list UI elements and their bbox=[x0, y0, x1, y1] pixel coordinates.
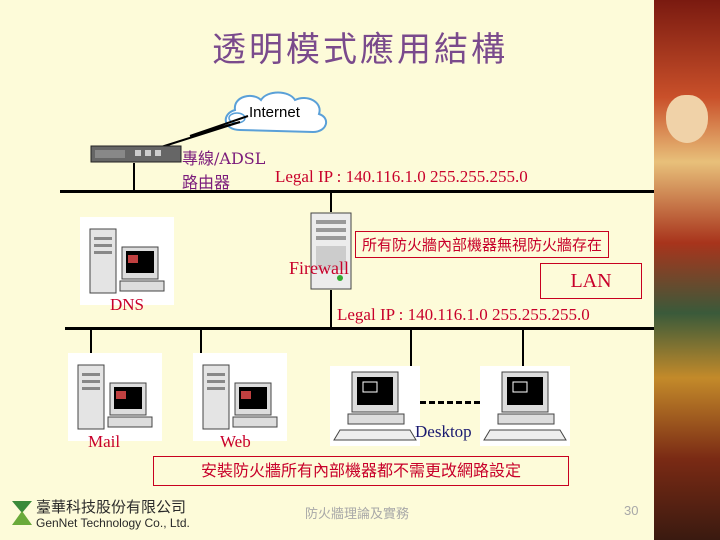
firewall-up-line bbox=[330, 192, 332, 212]
lan-ip-text: Legal IP : 140.116.1.0 255.255.255.0 bbox=[337, 305, 590, 324]
slide-title: 透明模式應用結構 bbox=[212, 30, 508, 70]
web-drop-line bbox=[200, 329, 202, 357]
desktop-computer-icon bbox=[480, 366, 570, 446]
mail-drop-line bbox=[90, 329, 92, 357]
router-device-icon bbox=[90, 145, 182, 163]
dns-label: DNS bbox=[110, 295, 145, 314]
web-label: Web bbox=[220, 432, 251, 451]
desktop-label: Desktop bbox=[415, 422, 472, 441]
lan-label-box: LAN bbox=[540, 263, 642, 299]
mail-label: Mail bbox=[88, 432, 121, 451]
lan-ip-label: Legal IP : 140.116.1.0 255.255.255.0 bbox=[337, 305, 590, 325]
desktop-dashed-link bbox=[420, 401, 480, 404]
company-name-zh: 臺華科技股份有限公司 bbox=[36, 498, 187, 516]
company-name-en: GenNet Technology Co., Ltd. bbox=[36, 516, 190, 530]
lightning-link-icon bbox=[157, 115, 249, 149]
firewall-note-box: 所有防火牆內部機器無視防火牆存在 bbox=[355, 231, 610, 258]
dns-server-icon bbox=[80, 217, 174, 305]
firewall-down-line bbox=[330, 290, 332, 328]
bottom-note-box: 安裝防火牆所有內部機器都不需更改網路設定 bbox=[153, 456, 569, 486]
company-logo-icon bbox=[12, 501, 32, 525]
mail-server-icon bbox=[68, 353, 162, 441]
wan-ip-text: Legal IP : 140.116.1.0 255.255.255.0 bbox=[275, 167, 528, 186]
desktop2-drop-line bbox=[522, 329, 524, 367]
desktop1-drop-line bbox=[410, 329, 412, 367]
decorative-portrait-image bbox=[654, 0, 720, 540]
desktop-computer-icon bbox=[330, 366, 420, 446]
router-drop-line bbox=[133, 163, 135, 191]
wan-line bbox=[60, 190, 660, 193]
firewall-server-icon bbox=[310, 212, 352, 290]
web-server-icon bbox=[193, 353, 287, 441]
router-label-line1: 專線/ADSL bbox=[182, 149, 266, 168]
wan-ip-label: Legal IP : 140.116.1.0 255.255.255.0 bbox=[275, 167, 528, 187]
firewall-label: Firewall bbox=[289, 258, 349, 278]
footer-course-title: 防火牆理論及實務 bbox=[305, 507, 410, 522]
internet-cloud-icon bbox=[224, 91, 328, 134]
internet-label: Internet bbox=[249, 104, 300, 121]
router-label-line2: 路由器 bbox=[182, 173, 231, 192]
lan-line bbox=[65, 327, 663, 330]
page-number: 30 bbox=[624, 503, 639, 518]
